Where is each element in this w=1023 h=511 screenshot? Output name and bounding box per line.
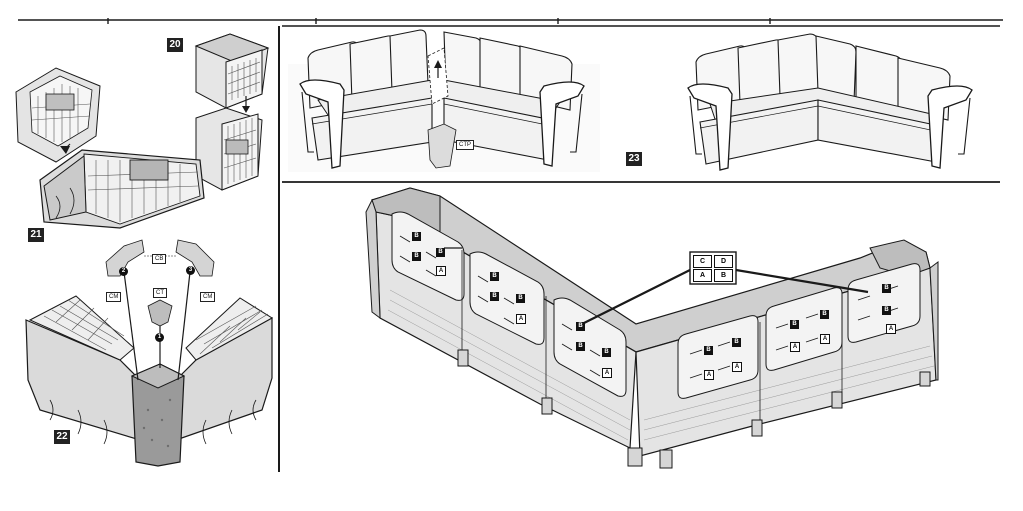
fastener-mark: B xyxy=(790,320,799,329)
fastener-mark: B xyxy=(882,306,891,315)
step-number-21: 21 xyxy=(28,228,44,242)
legend-key-a: A xyxy=(693,269,712,282)
legend-key-c: C xyxy=(693,255,712,268)
part-label-cm-left: CM xyxy=(106,292,122,302)
step-number-23: 23 xyxy=(626,152,642,166)
fastener-mark: A xyxy=(516,314,526,324)
fastener-mark: B xyxy=(412,252,421,261)
fastener-mark: B xyxy=(436,248,445,257)
screw-number-2: 2 xyxy=(119,267,128,276)
legend-key-d: D xyxy=(714,255,733,268)
part-label-ct: CT xyxy=(153,288,167,298)
part-label-ctp: CTP xyxy=(456,140,474,150)
fastener-mark: A xyxy=(436,266,446,276)
screw-number-1: 1 xyxy=(155,333,164,342)
fastener-mark: A xyxy=(820,334,830,344)
fastener-mark: B xyxy=(576,322,585,331)
step-number-20: 20 xyxy=(167,38,183,52)
fastener-mark: B xyxy=(516,294,525,303)
screw-number-3: 3 xyxy=(186,266,195,275)
fastener-mark: A xyxy=(790,342,800,352)
fastener-mark: B xyxy=(490,292,499,301)
fastener-mark: A xyxy=(602,368,612,378)
fastener-mark: A xyxy=(732,362,742,372)
fastener-mark: B xyxy=(704,346,713,355)
fastener-mark: B xyxy=(732,338,741,347)
fastener-mark: B xyxy=(412,232,421,241)
fastener-mark: B xyxy=(820,310,829,319)
part-label-cb: CB xyxy=(152,254,167,264)
fastener-mark: B xyxy=(882,284,891,293)
fastener-mark: A xyxy=(704,370,714,380)
fastener-mark: A xyxy=(886,324,896,334)
fastener-mark: B xyxy=(576,342,585,351)
step-number-22: 22 xyxy=(54,430,70,444)
fastener-mark: B xyxy=(490,272,499,281)
fastener-mark: B xyxy=(602,348,611,357)
legend-key-b: B xyxy=(714,269,733,282)
part-label-cm-right: CM xyxy=(200,292,216,302)
